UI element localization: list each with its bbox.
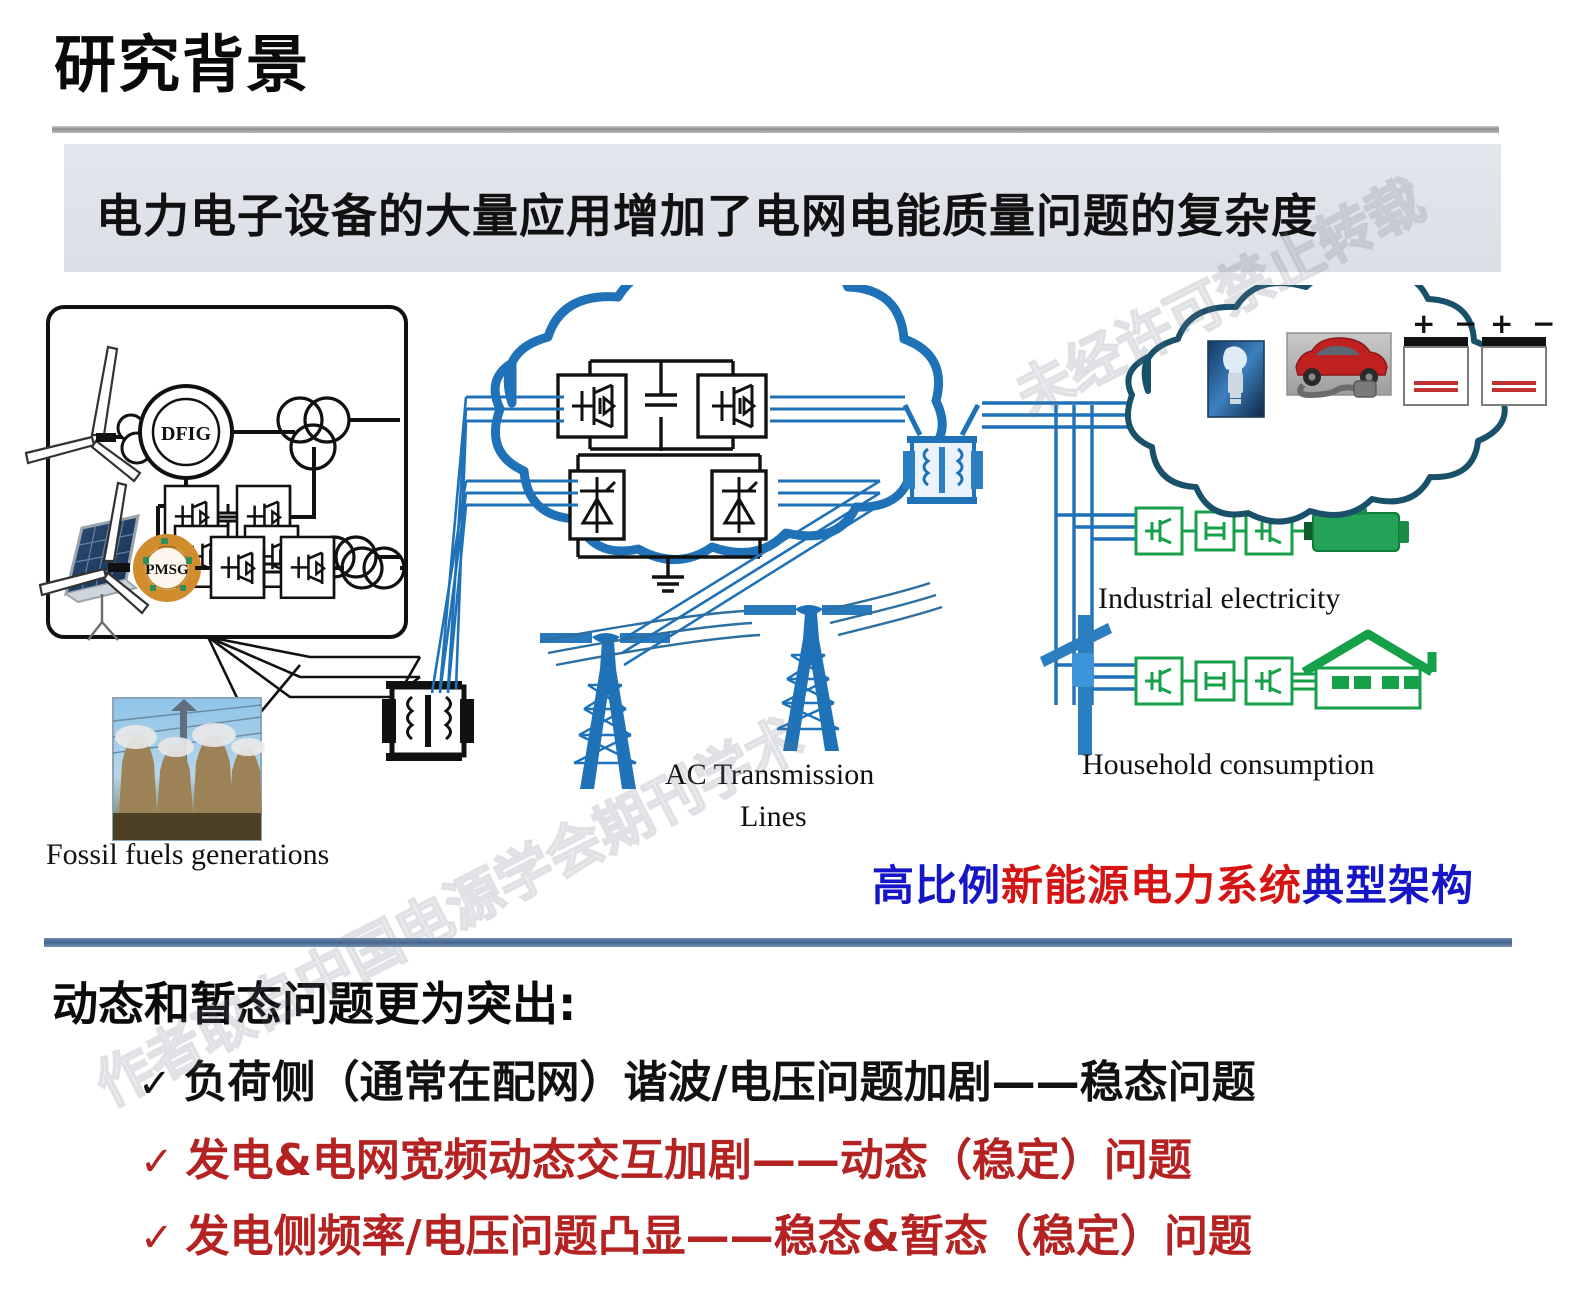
svg-text:−: − [1454, 307, 1477, 340]
caption-part-1: 高比例 [872, 861, 1002, 910]
caption-part-2: 新能源电力系统 [1001, 861, 1303, 910]
svg-text:PMSG: PMSG [145, 562, 189, 578]
caption-part-3: 典型架构 [1302, 861, 1475, 910]
step-down-transformer-blue [902, 403, 983, 504]
check-icon: ✓ [140, 1215, 174, 1261]
check-icon: ✓ [138, 1061, 172, 1107]
label-ac-transmission-line2: Lines [740, 800, 807, 833]
wind-turbine-dfig [24, 345, 142, 483]
architecture-caption: 高比例新能源电力系统典型架构 [872, 852, 1474, 913]
svg-text:+: + [1490, 307, 1513, 340]
conclusion-item-2-text: 发电&电网宽频动态交互加剧——动态（稳定）问题 [185, 1135, 1192, 1186]
transformer-three-winding [276, 396, 351, 471]
ground-symbol [652, 575, 684, 593]
thyristor-left [580, 477, 617, 533]
transmission-tower-right [744, 605, 872, 751]
svg-text:DFIG: DFIG [161, 423, 211, 445]
household-load-chain [1134, 629, 1437, 710]
label-fossil-fuels: Fossil fuels generations [46, 838, 330, 871]
left-blue-fan [430, 396, 468, 694]
label-ac-transmission-line1: AC Transmission [665, 758, 875, 791]
thyristor-right [722, 477, 759, 533]
check-icon: ✓ [140, 1139, 174, 1185]
svg-text:−: − [1532, 307, 1555, 340]
overhead-conductors [539, 581, 943, 667]
diagram-svg: DFIG [24, 285, 1555, 841]
electric-vehicle-photo [1286, 332, 1392, 399]
statement-banner-text: 电力电子设备的大量应用增加了电网电能质量问题的复杂度 [96, 189, 1318, 243]
conclusions-heading: 动态和暂态问题更为突出: [52, 977, 577, 1031]
wind-turbine-pmsg [38, 481, 150, 615]
dfig-machine: DFIG [138, 384, 234, 480]
distribution-pole [1040, 615, 1112, 755]
igbt-top-left [572, 383, 617, 429]
ev-car [1295, 337, 1388, 386]
igbt-top-right [712, 383, 757, 429]
statement-banner [64, 144, 1501, 272]
transmission-tower-left [540, 633, 670, 789]
pmsg-machine: PMSG [133, 534, 201, 602]
svg-text:+: + [1412, 307, 1435, 340]
conclusion-item-1: ✓负荷侧（通常在配网）谐波/电压问题加剧——稳态问题 [138, 1046, 1256, 1110]
label-household-consumption: Household consumption [1082, 748, 1375, 781]
title-divider [52, 126, 1499, 133]
house-icon [1301, 629, 1437, 710]
fossil-fuel-photo [112, 697, 265, 841]
conclusion-item-2: ✓发电&电网宽频动态交互加剧——动态（稳定）问题 [140, 1124, 1192, 1188]
cfl-bulb-photo [1207, 340, 1265, 418]
hvdc-converter-circuit [556, 359, 768, 451]
conclusion-item-3: ✓发电侧频率/电压问题凸显——稳态&暂态（稳定）问题 [140, 1200, 1252, 1264]
step-up-transformer-black [382, 681, 474, 761]
section-divider [44, 938, 1512, 947]
system-architecture-diagram: DFIG [0, 285, 1587, 925]
label-industrial-electricity: Industrial electricity [1098, 582, 1341, 615]
conclusion-item-1-text: 负荷侧（通常在配网）谐波/电压问题加剧——稳态问题 [183, 1057, 1256, 1108]
page-title: 研究背景 [54, 28, 311, 101]
conclusion-item-3-text: 发电侧频率/电压问题凸显——稳态&暂态（稳定）问题 [185, 1211, 1252, 1262]
battery-2: + − [1481, 307, 1555, 406]
battery-1: + − [1403, 307, 1477, 406]
transmission-bus-lines [466, 395, 905, 507]
